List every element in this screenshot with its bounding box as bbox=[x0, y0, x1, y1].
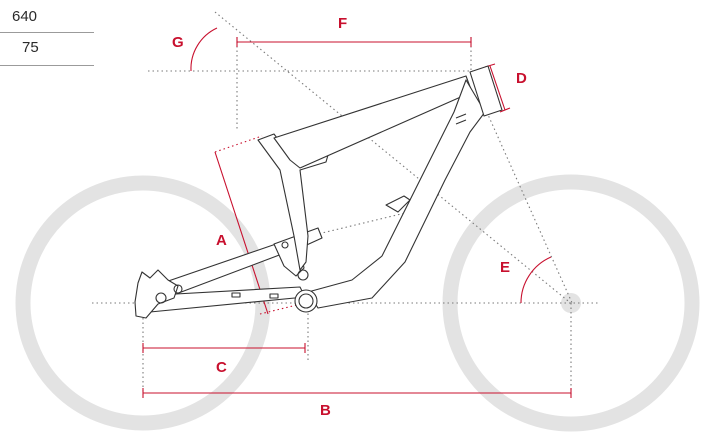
top-tube bbox=[273, 75, 473, 169]
cable-guide-2 bbox=[269, 293, 279, 299]
dimension-label-c: C bbox=[216, 359, 227, 376]
dimension-line-d bbox=[489, 65, 506, 111]
size-spec-table: 640 75 bbox=[0, 0, 94, 66]
dimension-tick-a-top bbox=[214, 135, 263, 153]
dimension-label-f: F bbox=[338, 15, 347, 32]
dimension-line-a bbox=[214, 151, 269, 315]
bottom-bracket bbox=[294, 289, 318, 313]
down-tube bbox=[307, 79, 486, 309]
seat-angle-arc-e bbox=[520, 256, 552, 304]
rear-pivot bbox=[155, 292, 167, 304]
dimension-tick-d-bottom bbox=[499, 107, 511, 113]
head-angle-extension bbox=[214, 11, 574, 306]
link-pivot bbox=[297, 269, 309, 281]
dimension-label-e: E bbox=[500, 259, 510, 276]
dimension-label-g: G bbox=[172, 34, 184, 51]
dimension-label-a: A bbox=[216, 232, 227, 249]
spec-value-frame-size: 640 bbox=[0, 0, 94, 33]
head-tube bbox=[469, 65, 503, 117]
down-tube-gusset bbox=[385, 195, 411, 213]
shock-mount bbox=[281, 241, 289, 249]
bottom-bracket-inner bbox=[298, 293, 314, 309]
frame-logo-mark bbox=[455, 113, 467, 125]
dimension-label-d: D bbox=[516, 70, 527, 87]
cable-guide-1 bbox=[231, 292, 241, 298]
stay-pivot bbox=[173, 284, 183, 294]
front-wheel bbox=[442, 174, 700, 432]
head-angle-arc-g bbox=[190, 27, 218, 72]
rear-dropout bbox=[134, 269, 179, 319]
spec-value-secondary: 75 bbox=[0, 33, 94, 66]
dimension-label-b: B bbox=[320, 402, 331, 419]
dimension-tick-a-bottom bbox=[259, 302, 306, 315]
